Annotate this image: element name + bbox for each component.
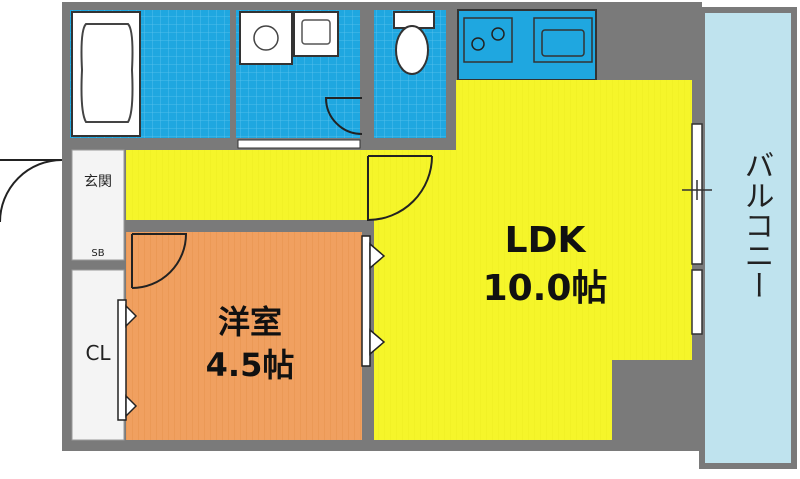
western-size: 4.5帖	[206, 346, 295, 384]
washroom-door	[324, 97, 363, 135]
entry-cutout	[0, 150, 62, 260]
western-room-floor	[126, 232, 362, 440]
sink-icon	[533, 17, 593, 63]
entrance-floor	[71, 149, 125, 261]
ldk-floor	[366, 80, 692, 440]
balcony-area	[699, 7, 797, 469]
kitchen-counter	[457, 9, 597, 81]
washing-machine-pan	[239, 11, 293, 65]
closet-floor	[71, 269, 125, 441]
toilet-bowl	[393, 11, 435, 75]
corridor-door-ldk	[367, 155, 433, 222]
closet-folding-door	[117, 299, 138, 421]
washroom-partition	[237, 139, 361, 149]
balcony-label: バルコニー	[739, 150, 774, 300]
corridor	[126, 150, 366, 220]
shoebox-label: SB	[91, 248, 104, 259]
wash-basin	[293, 11, 339, 57]
ldk-label: LDK	[505, 220, 587, 261]
ldk-size: 10.0帖	[483, 268, 608, 309]
western-folding-door	[361, 235, 386, 367]
stove-icon	[463, 17, 513, 63]
entrance-label: 玄関	[84, 173, 112, 190]
entrance-door	[0, 159, 63, 223]
western-label: 洋室	[218, 303, 282, 341]
closet-label: CL	[85, 341, 111, 365]
western-door	[131, 233, 188, 289]
bathtub	[71, 11, 141, 137]
balcony-window	[682, 123, 712, 335]
